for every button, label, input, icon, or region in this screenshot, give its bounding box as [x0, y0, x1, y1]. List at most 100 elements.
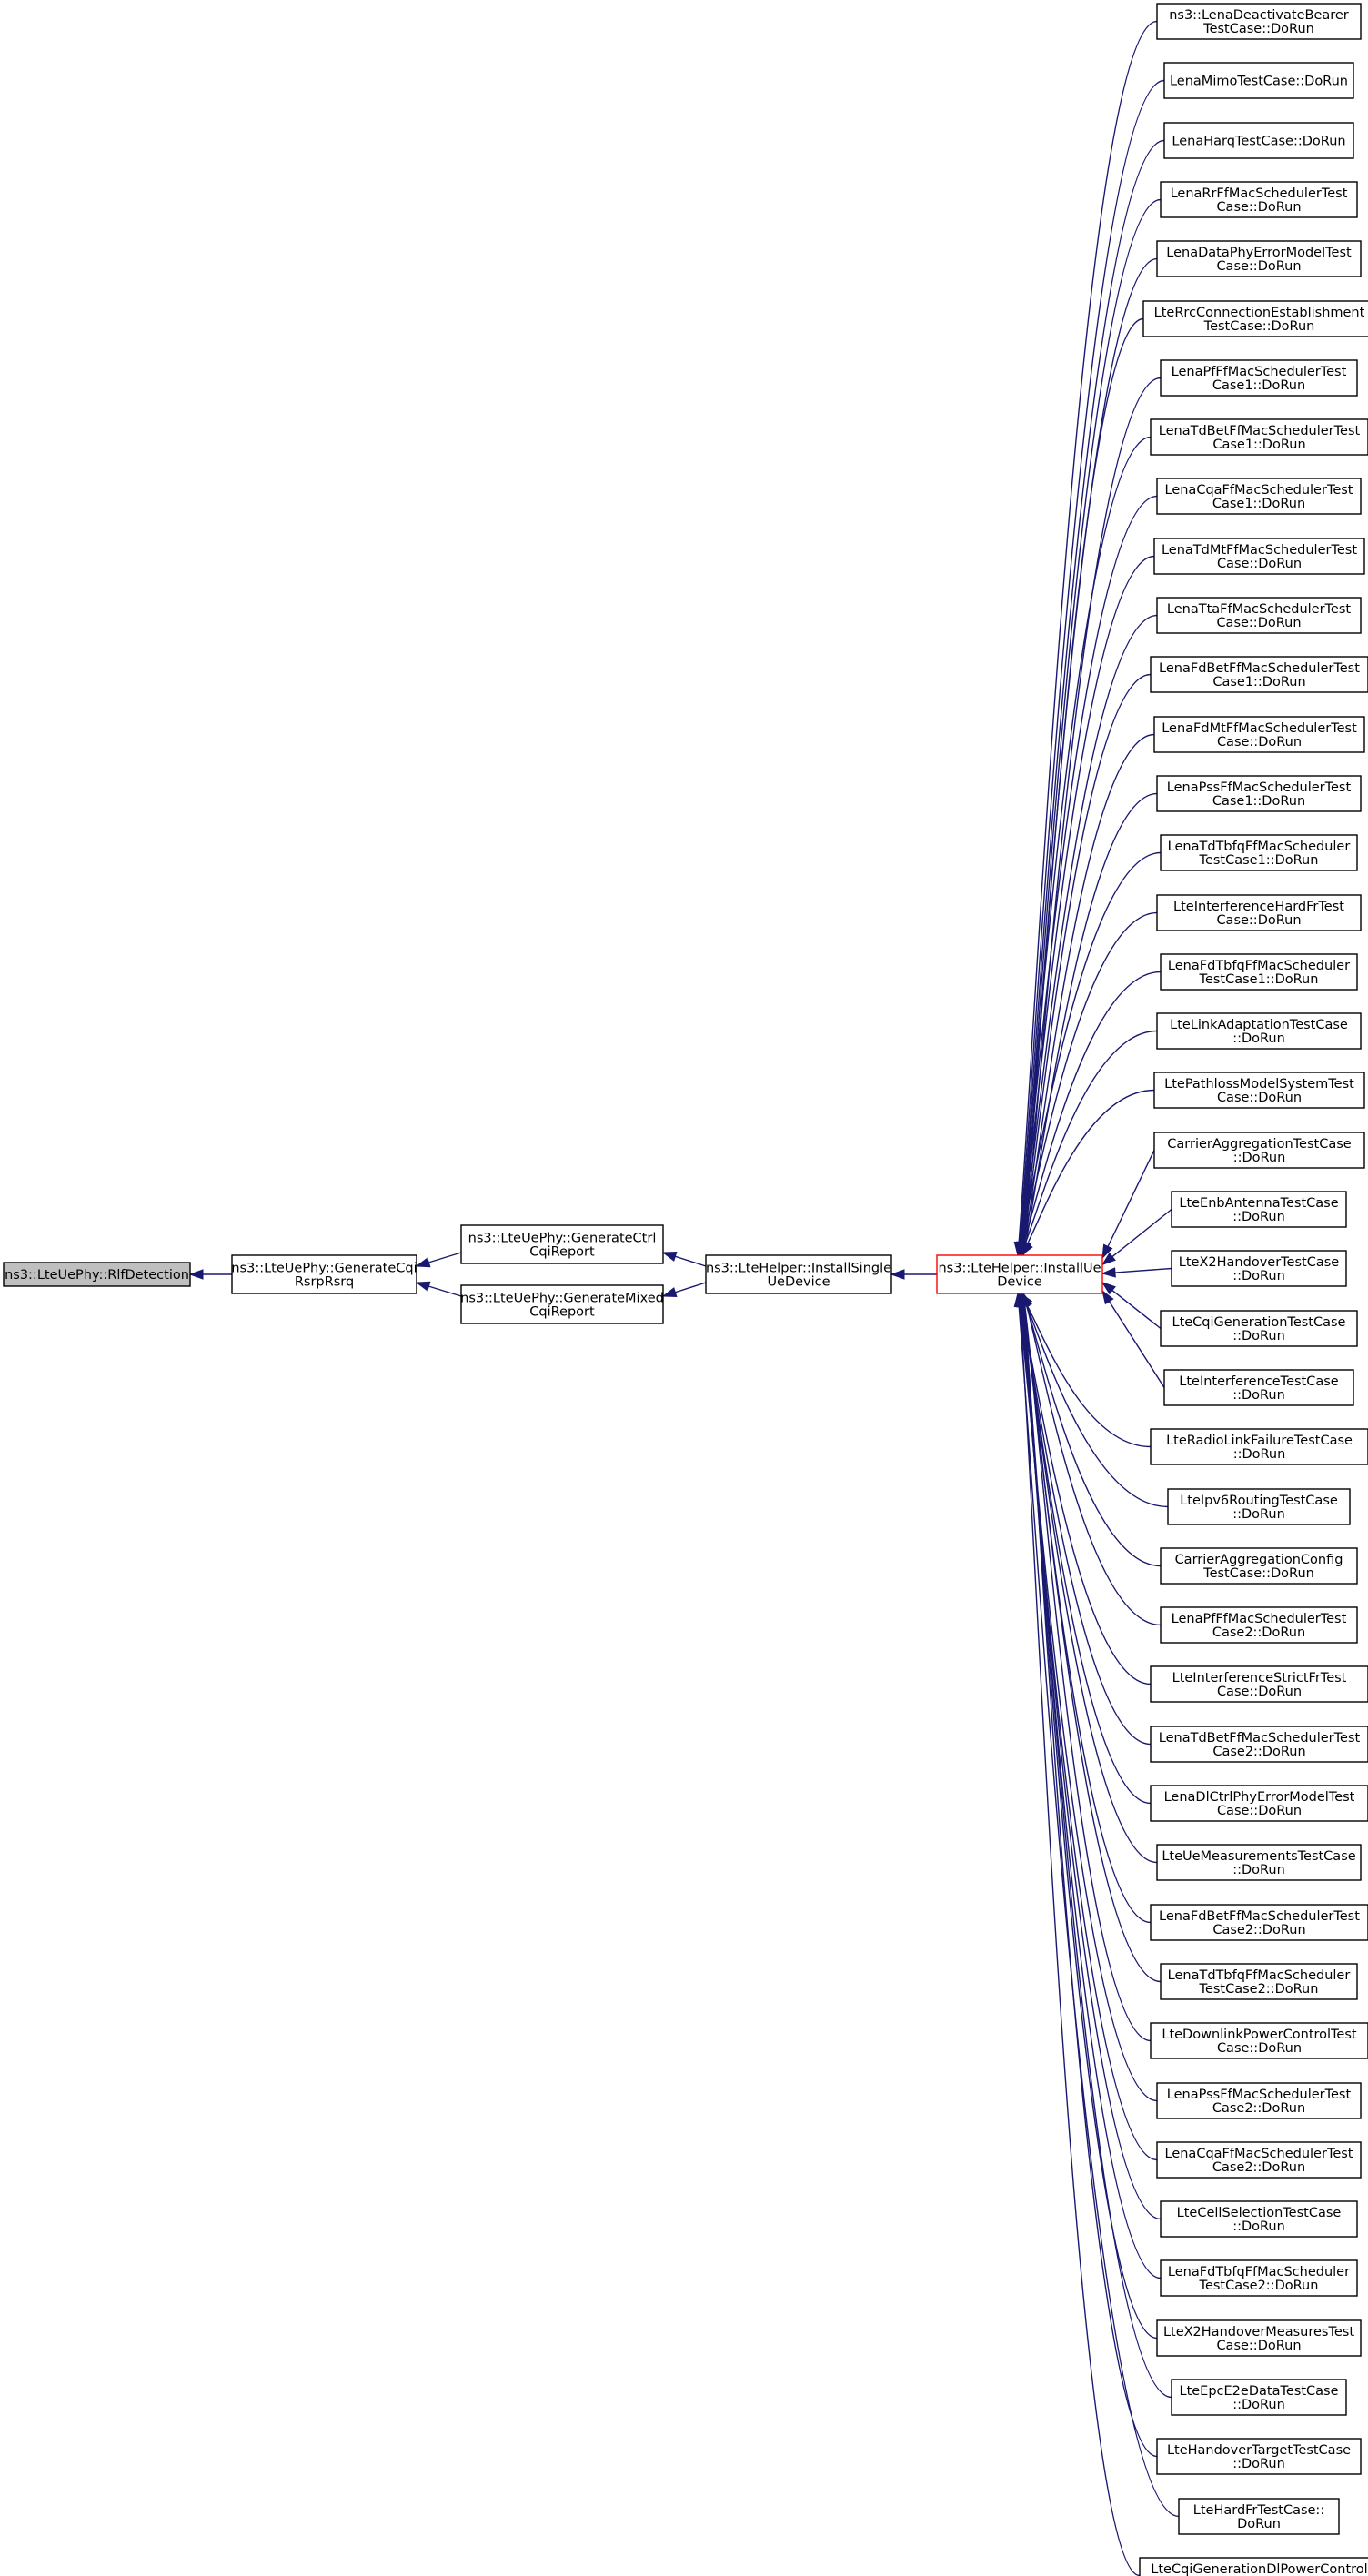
caller-lenaharqtestcase-dorun[interactable]: LenaHarqTestCase::DoRun: [1163, 122, 1354, 159]
caller-lteradiolinkfailuretestcase-dorun[interactable]: LteRadioLinkFailureTestCase::DoRun: [1150, 1428, 1368, 1465]
caller-lenapfffmacschedulertestcase1-dorun-box: [1160, 359, 1358, 397]
caller-ltecellselectiontestcase-dorun[interactable]: LteCellSelectionTestCase::DoRun: [1160, 2200, 1358, 2238]
caller-lenadataphyerrormodeltestcase-dorun-label-line: LenaDataPhyErrorModelTest: [1166, 246, 1352, 260]
edge-l3-to-l2b: [662, 1282, 707, 1297]
caller-lenafdtbfqffmacschedulertestcase2-dorun-label-line: LenaFdTbfqFfMacScheduler: [1168, 2265, 1350, 2279]
caller-lterrcconnectionestablishmenttestcase-dorun[interactable]: LteRrcConnectionEstablishmentTestCase::D…: [1142, 300, 1368, 337]
edge-caller-10: [1020, 614, 1158, 1256]
edge-caller-18: [1021, 1089, 1155, 1256]
edge-caller-13: [1022, 792, 1158, 1256]
caller-lenapfffmacschedulertestcase2-dorun-box: [1160, 1606, 1358, 1644]
caller-ltecqigenerationtestcase-dorun-label-line: ::DoRun: [1232, 1329, 1285, 1343]
caller-lenamimotestcase-dorun-box: [1163, 62, 1354, 99]
caller-ltepathlossmodelsystemtestcase-dorun-label-line: Case::DoRun: [1217, 1091, 1302, 1105]
node-rlf-detection[interactable]: ns3::LteUePhy::RlfDetection: [3, 1262, 191, 1287]
caller-lenadataphyerrormodeltestcase-dorun-box: [1156, 240, 1362, 277]
edge-l3-to-l2a: [662, 1252, 707, 1267]
caller-lenapfffmacschedulertestcase1-dorun-label-line: Case1::DoRun: [1212, 378, 1305, 393]
caller-lenarrffmacschedulertestcase-dorun-label-line: LenaRrFfMacSchedulerTest: [1171, 186, 1348, 201]
caller-lenatdmtffmacschedulertestcase-dorun-label-line: LenaTdMtFfMacSchedulerTest: [1162, 543, 1357, 558]
edge-l2a-to-l1: [416, 1252, 462, 1267]
caller-lteipv6routingtestcase-dorun-box: [1167, 1488, 1351, 1525]
edges: [188, 20, 1180, 2576]
caller-lenacqaffmacschedulertestcase1-dorun-label-line: Case1::DoRun: [1212, 497, 1305, 511]
caller-lteepce2edatatestcase-dorun[interactable]: LteEpcE2eDataTestCase::DoRun: [1171, 2379, 1347, 2416]
caller-ltecqigenerationdlpowercontroltestcase-dorun[interactable]: LteCqiGenerationDlPowerControlTestCase::…: [1139, 2557, 1368, 2576]
caller-lenatdtbfqffmacschedulertestcase1-dorun-label-line: LenaTdTbfqFfMacScheduler: [1168, 840, 1351, 854]
caller-lteinterferencetestcase-dorun[interactable]: LteInterferenceTestCase::DoRun: [1163, 1369, 1354, 1406]
caller-lenacqaffmacschedulertestcase1-dorun-label-line: LenaCqaFfMacSchedulerTest: [1165, 483, 1353, 498]
node-install-single-ue-device-box: [705, 1254, 892, 1294]
caller-ltex2handovertestcase-dorun[interactable]: LteX2HandoverTestCase::DoRun: [1171, 1250, 1347, 1287]
caller-lenafdtbfqffmacschedulertestcase1-dorun-label-line: LenaFdTbfqFfMacScheduler: [1168, 959, 1350, 973]
caller-lteenbantennatestcase-dorun[interactable]: LteEnbAntennaTestCase::DoRun: [1171, 1191, 1347, 1228]
caller-ns3-lenadeactivatebearertestcase-dorun-label-line: TestCase::DoRun: [1202, 22, 1314, 36]
caller-lenatdtbfqffmacschedulertestcase1-dorun-box: [1160, 834, 1358, 871]
caller-ltehandovertargettestcase-dorun[interactable]: LteHandoverTargetTestCase::DoRun: [1156, 2438, 1362, 2475]
node-rlf-detection-box: [3, 1262, 191, 1287]
caller-ltex2handovertestcase-dorun-box: [1171, 1250, 1347, 1287]
caller-lenamimotestcase-dorun[interactable]: LenaMimoTestCase::DoRun: [1163, 62, 1354, 99]
caller-ltehardfrtestcase-dorun[interactable]: LteHardFrTestCase::DoRun: [1178, 2498, 1340, 2535]
caller-lteuemeasurementstestcase-dorun-label-line: ::DoRun: [1232, 1863, 1285, 1877]
caller-lteinterferencehardfrtestcase-dorun-label-line: Case::DoRun: [1216, 913, 1301, 928]
caller-ltelinkadaptationtestcase-dorun-label-line: ::DoRun: [1232, 1031, 1285, 1046]
caller-ltehandovertargettestcase-dorun-label-line: LteHandoverTargetTestCase: [1167, 2443, 1351, 2458]
caller-lenatdmtffmacschedulertestcase-dorun-box: [1153, 538, 1365, 575]
node-rlf-detection-label-line: ns3::LteUePhy::RlfDetection: [5, 1268, 189, 1283]
caller-ltecqigenerationtestcase-dorun[interactable]: LteCqiGenerationTestCase::DoRun: [1160, 1310, 1358, 1347]
caller-carrieraggregationtestcase-dorun[interactable]: CarrierAggregationTestCase::DoRun: [1153, 1132, 1365, 1169]
caller-lteuemeasurementstestcase-dorun[interactable]: LteUeMeasurementsTestCase::DoRun: [1156, 1844, 1362, 1881]
edge-caller-24: [1020, 1293, 1152, 1448]
caller-lenafdbetffmacschedulertestcase2-dorun-box: [1150, 1904, 1368, 1941]
caller-lenafdbetffmacschedulertestcase2-dorun-label-line: Case2::DoRun: [1212, 1923, 1305, 1937]
caller-lenapfffmacschedulertestcase2-dorun-label-line: LenaPfFfMacSchedulerTest: [1172, 1612, 1347, 1626]
caller-lenadlctrlphyerrormodeltestcase-dorun-label-line: LenaDlCtrlPhyErrorModelTest: [1164, 1790, 1355, 1805]
caller-lteipv6routingtestcase-dorun[interactable]: LteIpv6RoutingTestCase::DoRun: [1167, 1488, 1351, 1525]
caller-ltelinkadaptationtestcase-dorun[interactable]: LteLinkAdaptationTestCase::DoRun: [1156, 1012, 1362, 1050]
edge-caller-9: [1019, 555, 1155, 1256]
caller-lenapssffmacschedulertestcase2-dorun-box: [1156, 2082, 1362, 2119]
node-install-ue-device-label-line: ns3::LteHelper::InstallUe: [938, 1262, 1101, 1276]
edge-caller-8: [1018, 495, 1158, 1256]
edge-caller-25: [1021, 1293, 1169, 1508]
caller-lenafdbetffmacschedulertestcase1-dorun-box: [1150, 656, 1368, 693]
caller-lenapfffmacschedulertestcase2-dorun-label-line: Case2::DoRun: [1212, 1625, 1305, 1640]
caller-lenafdmtffmacschedulertestcase-dorun-label-line: Case::DoRun: [1217, 735, 1302, 750]
caller-lteipv6routingtestcase-dorun-label-line: ::DoRun: [1232, 1507, 1285, 1522]
edge-caller-19: [1101, 1150, 1155, 1259]
edge-caller-14: [1017, 851, 1162, 1256]
